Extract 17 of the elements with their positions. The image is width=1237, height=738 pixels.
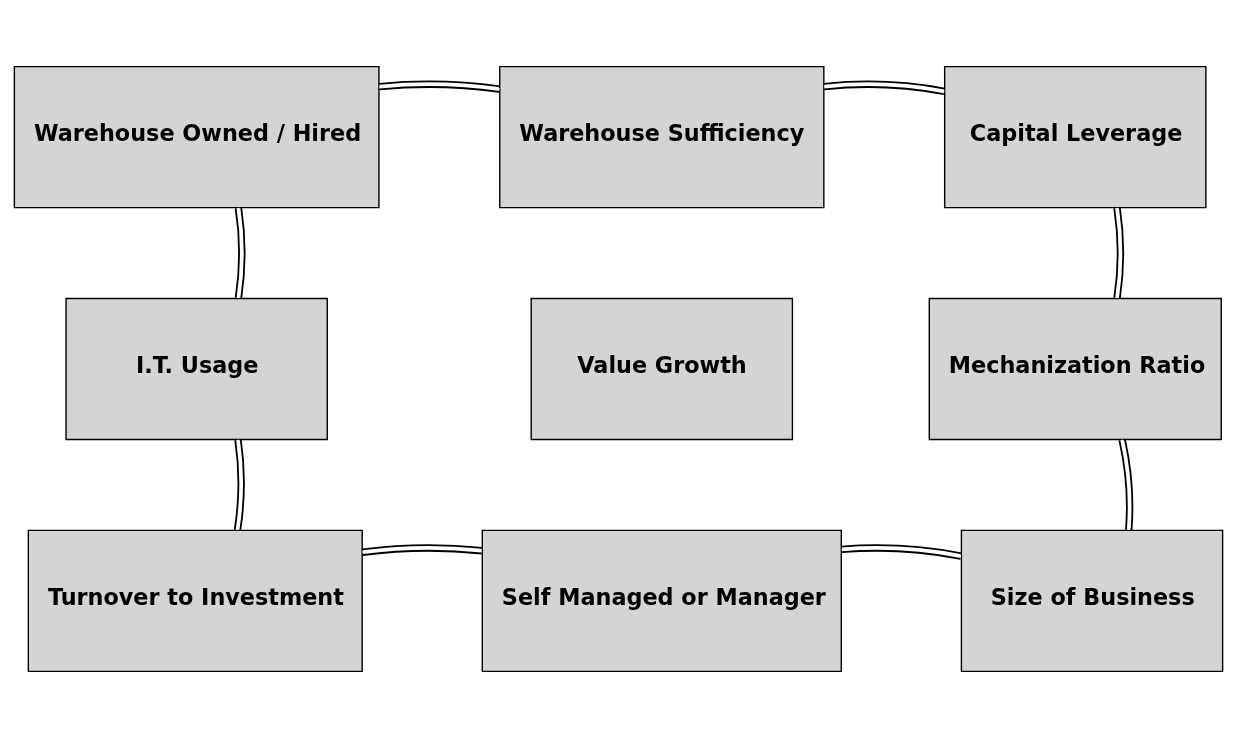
connector bbox=[378, 80, 501, 93]
connector bbox=[822, 80, 946, 95]
node-box: Value Growth bbox=[530, 297, 794, 441]
node-box: Warehouse Owned / Hired bbox=[13, 65, 380, 209]
node-box: I.T. Usage bbox=[65, 297, 328, 441]
node-box: Capital Leverage bbox=[943, 65, 1207, 209]
connector bbox=[1118, 438, 1134, 532]
node-box: Mechanization Ratio bbox=[928, 297, 1222, 441]
connector bbox=[840, 544, 963, 560]
connector bbox=[361, 544, 483, 556]
node-box: Self Managed or Manager bbox=[481, 529, 842, 673]
connector bbox=[233, 438, 245, 532]
node-box: Size of Business bbox=[960, 529, 1224, 673]
connector bbox=[1113, 206, 1124, 300]
node-box: Warehouse Sufficiency bbox=[499, 65, 825, 209]
connector bbox=[234, 206, 246, 300]
node-box: Turnover to Investment bbox=[27, 529, 363, 673]
